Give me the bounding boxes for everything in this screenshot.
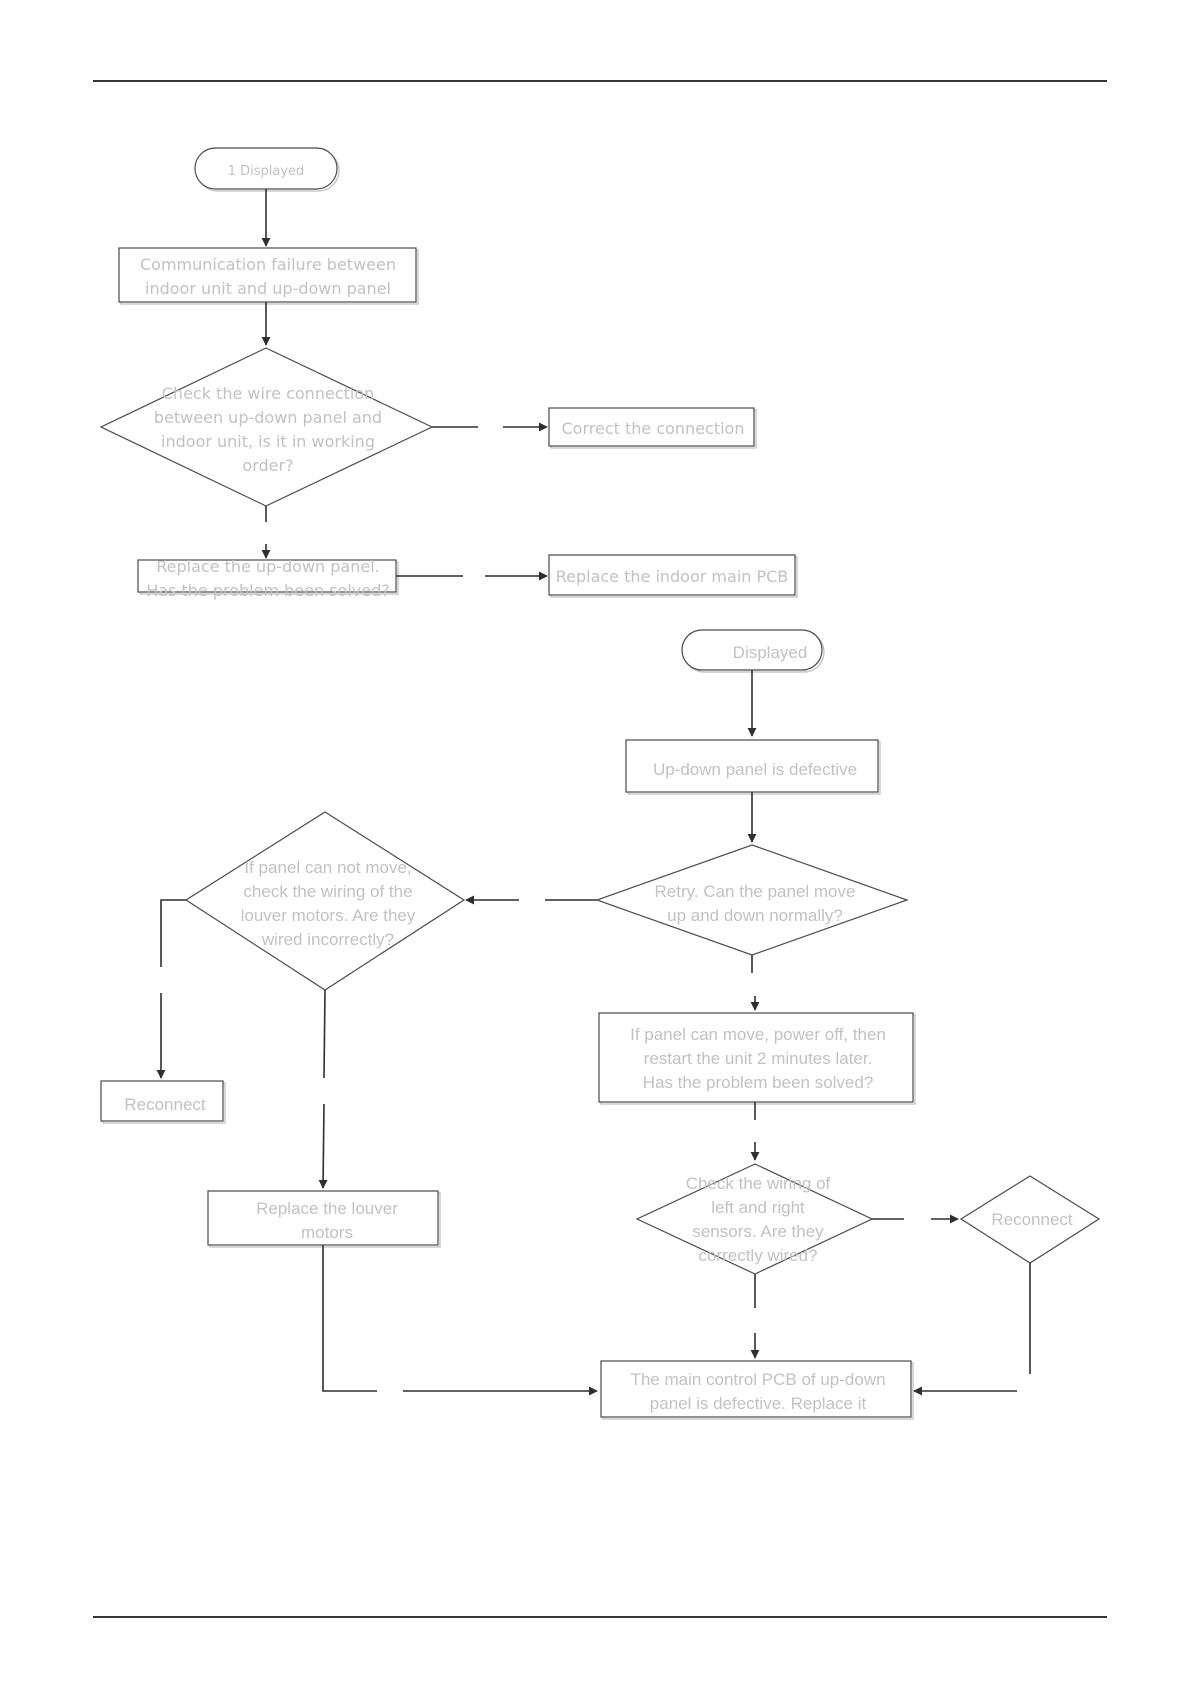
can-move-box: If panel can move, power off, then resta…: [598, 1012, 916, 1105]
start-label-a: 1 Displayed: [228, 164, 305, 179]
cannot-move-line-2: check the wiring of the: [243, 882, 412, 901]
can-move-line-3: Has the problem been solved?: [643, 1073, 874, 1092]
check-wire-line-1: Check the wire connection: [162, 384, 375, 403]
retry-line-2: up and down normally?: [667, 906, 843, 925]
connector-b10: [322, 1245, 377, 1392]
check-wire-decision: Check the wire connection between up-dow…: [99, 347, 434, 507]
retry-decision: Retry. Can the panel move up and down no…: [595, 844, 909, 956]
correct-connection-box: Correct the connection: [548, 407, 757, 449]
replace-louver-motors-box: Replace the louver motors: [207, 1190, 441, 1248]
cannot-move-line-3: louver motors. Are they: [241, 906, 416, 925]
check-sensors-line-1: Check the wiring of: [686, 1174, 831, 1193]
start-terminator-b: Displayed: [681, 629, 825, 673]
replace-indoor-pcb-box: Replace the indoor main PCB: [548, 554, 798, 598]
replace-panel-line-1: Replace the up-down panel.: [156, 557, 380, 576]
reconnect-right-label: Reconnect: [991, 1210, 1073, 1229]
check-wire-line-3: indoor unit, is it in working: [161, 432, 375, 451]
main-pcb-line-1: The main control PCB of up-down: [630, 1370, 885, 1389]
check-sensors-line-3: sensors. Are they: [692, 1222, 824, 1241]
check-sensors-line-4: correctly wired?: [698, 1246, 817, 1265]
start-terminator-a: 1 Displayed: [194, 147, 340, 192]
cannot-move-decision: If panel can not move, check the wiring …: [184, 811, 466, 991]
check-sensors-line-2: left and right: [711, 1198, 805, 1217]
reconnect-left-label: Reconnect: [124, 1095, 206, 1114]
communication-failure-line-2: indoor unit and up-down panel: [145, 279, 391, 298]
replace-indoor-pcb-label: Replace the indoor main PCB: [556, 567, 789, 586]
arrow-b5: [318, 1103, 328, 1189]
communication-failure-line-1: Communication failure between: [140, 255, 396, 274]
replace-panel-line-2: Has the problem been solved?: [146, 581, 390, 600]
panel-defective-box: Up-down panel is defective: [625, 739, 881, 795]
correct-connection-label: Correct the connection: [562, 419, 745, 438]
main-pcb-defective-box: The main control PCB of up-down panel is…: [600, 1360, 914, 1420]
reconnect-left-box: Reconnect: [100, 1080, 226, 1124]
replace-panel-box: Replace the up-down panel. Has the probl…: [137, 557, 399, 600]
can-move-line-2: restart the unit 2 minutes later.: [644, 1049, 873, 1068]
cannot-move-line-4: wired incorrectly?: [261, 930, 394, 949]
connector-b5: [323, 989, 326, 1079]
can-move-line-1: If panel can move, power off, then: [630, 1025, 886, 1044]
cannot-move-line-1: If panel can not move,: [244, 858, 411, 877]
replace-louver-line-1: Replace the louver: [256, 1199, 398, 1218]
communication-failure-box: Communication failure between indoor uni…: [118, 247, 419, 305]
start-label-b: Displayed: [733, 643, 808, 662]
panel-defective-label: Up-down panel is defective: [653, 760, 857, 779]
retry-line-1: Retry. Can the panel move: [655, 882, 856, 901]
replace-louver-line-2: motors: [301, 1223, 353, 1242]
main-pcb-line-2: panel is defective. Replace it: [650, 1394, 867, 1413]
check-sensors-decision: Check the wiring of left and right senso…: [635, 1163, 874, 1275]
check-wire-line-2: between up-down panel and: [154, 408, 382, 427]
check-wire-line-4: order?: [242, 456, 293, 475]
connector-b4: [160, 899, 186, 967]
reconnect-right-decision: Reconnect: [959, 1175, 1101, 1264]
